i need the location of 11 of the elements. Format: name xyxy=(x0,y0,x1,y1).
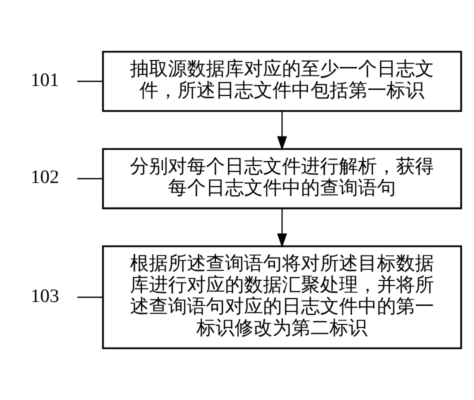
arrow xyxy=(277,111,288,150)
node-text: 101 xyxy=(30,70,60,91)
arrow xyxy=(277,208,288,248)
node-box: 根据所述查询语句将对所述目标数据库进行对应的数据汇聚处理，并将所述查询语句对应的日志文件中的第一标识修改为第二标识 xyxy=(102,245,462,350)
connector xyxy=(77,178,103,180)
node-text: 103 xyxy=(30,286,60,307)
node-text: 102 xyxy=(30,167,60,188)
node-box: 抽取源数据库对应的至少一个日志文件，所述日志文件中包括第一标识 xyxy=(102,50,462,112)
connector xyxy=(77,296,103,298)
connector xyxy=(77,80,103,82)
node-box: 分别对每个日志文件进行解析，获得每个日志文件中的查询语句 xyxy=(102,148,462,210)
